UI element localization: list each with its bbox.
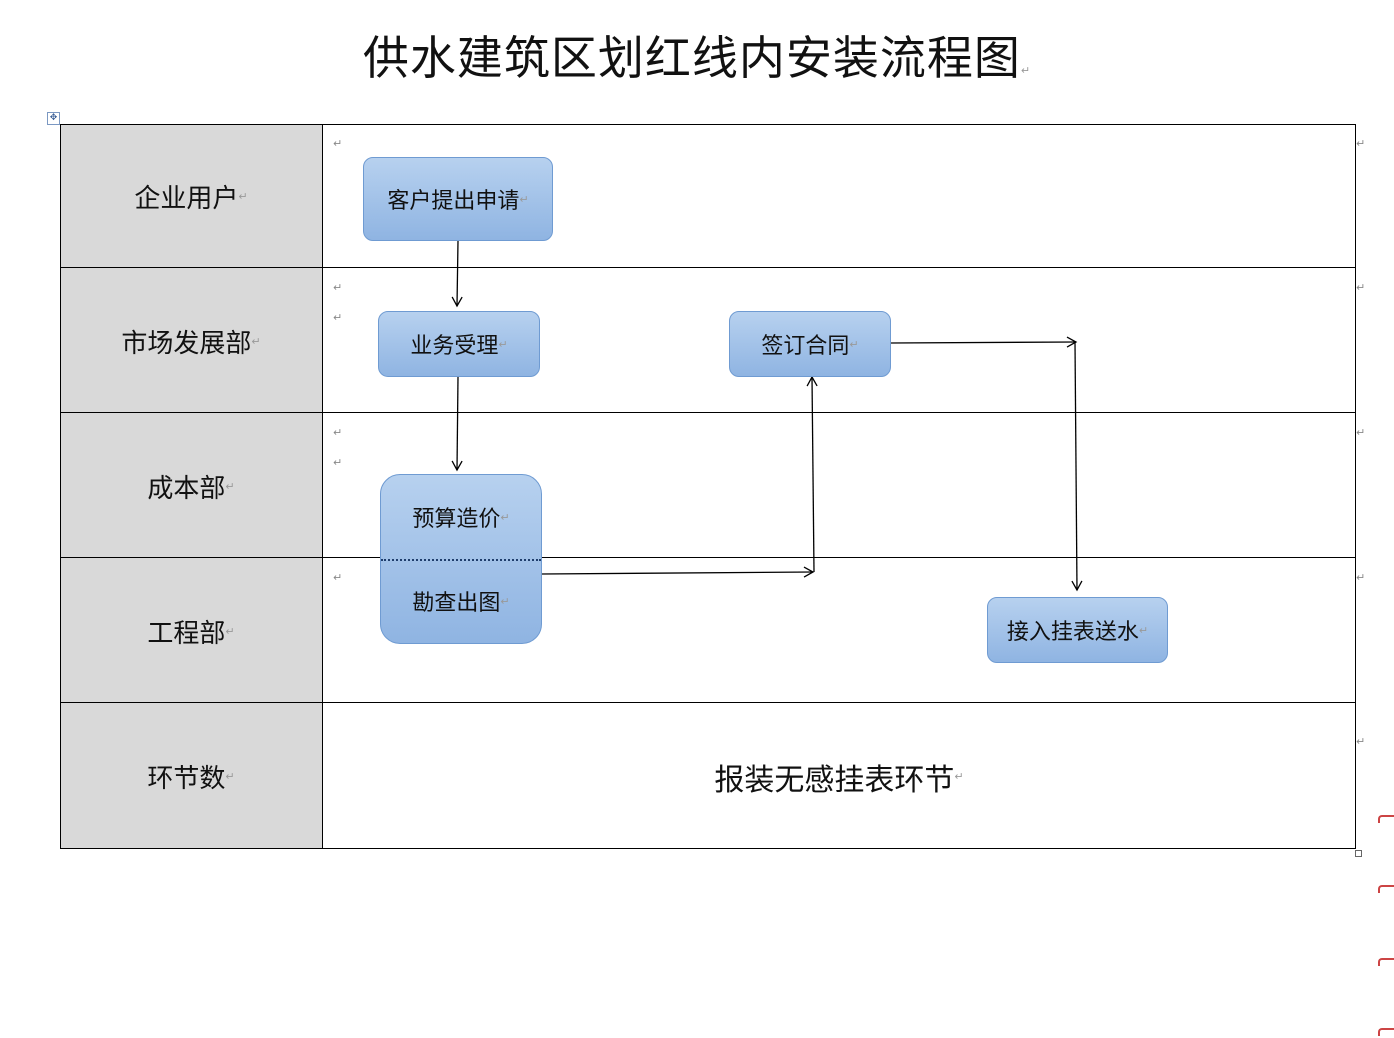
footer-step-text: 报装无感挂表环节↵ — [714, 762, 964, 798]
arrow-apply-to-accept — [451, 240, 463, 308]
page-title: 供水建筑区划红线内安装流程图↵ — [0, 28, 1394, 101]
cell-paragraph-mark: ↵ — [333, 281, 343, 294]
cell-paragraph-mark: ↵ — [333, 456, 343, 469]
arrow-down-to-connect — [1071, 341, 1083, 592]
revision-mark-icon[interactable] — [1378, 815, 1394, 823]
arrow-contract-right — [890, 336, 1078, 348]
dotted-divider — [381, 559, 541, 561]
step-budget-survey-group[interactable]: 预算造价↵ 勘查出图↵ — [380, 474, 542, 644]
table-move-handle-icon[interactable]: ✥ — [47, 112, 60, 125]
lane-label-enterprise-user: 企业用户↵ — [60, 124, 322, 269]
lane-label-engineering-dept: 工程部↵ — [60, 559, 322, 704]
step-business-accept[interactable]: 业务受理↵ — [378, 311, 540, 377]
paragraph-mark: ↵ — [1020, 64, 1032, 77]
row-end-mark: ↵ — [1356, 281, 1366, 294]
arrow-up-to-contract — [806, 375, 818, 573]
row-end-mark: ↵ — [1356, 571, 1366, 584]
title-text: 供水建筑区划红线内安装流程图 — [362, 31, 1021, 85]
step-budget-cost: 预算造价↵ — [412, 507, 510, 532]
cell-paragraph-mark: ↵ — [333, 137, 343, 150]
cell-paragraph-mark: ↵ — [333, 571, 343, 584]
table-grid-lines — [60, 124, 1356, 849]
step-survey-drawing: 勘查出图↵ — [412, 591, 510, 616]
row-end-mark: ↵ — [1356, 735, 1366, 748]
arrow-accept-to-budget — [451, 376, 463, 472]
revision-mark-icon[interactable] — [1378, 1028, 1394, 1036]
revision-mark-icon[interactable] — [1378, 958, 1394, 966]
lane-label-market-dev: 市场发展部↵ — [60, 269, 322, 414]
revision-mark-icon[interactable] — [1378, 885, 1394, 893]
step-sign-contract[interactable]: 签订合同↵ — [729, 311, 891, 377]
arrow-survey-right — [541, 566, 815, 578]
row-end-mark: ↵ — [1356, 426, 1366, 439]
lane-label-cost-dept: 成本部↵ — [60, 414, 322, 559]
cell-paragraph-mark: ↵ — [333, 311, 343, 324]
step-connect-meter-supply[interactable]: 接入挂表送水↵ — [987, 597, 1168, 663]
table-resize-handle[interactable] — [1355, 850, 1362, 857]
lane-label-step-count: 环节数↵ — [60, 704, 322, 849]
step-customer-apply[interactable]: 客户提出申请↵ — [363, 157, 553, 241]
cell-paragraph-mark: ↵ — [333, 426, 343, 439]
row-end-mark: ↵ — [1356, 137, 1366, 150]
swimlane-table: 企业用户↵ 市场发展部↵ 成本部↵ 工程部↵ 环节数↵ 报装无感挂表环节↵ — [60, 124, 1356, 849]
